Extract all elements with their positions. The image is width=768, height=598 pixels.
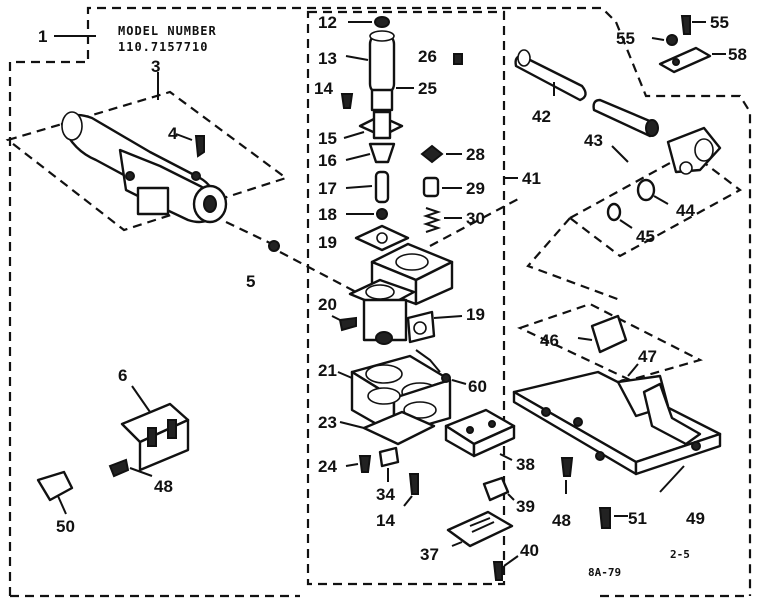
- callout-38: 38: [516, 455, 535, 474]
- model-number: 110.7157710: [118, 40, 208, 54]
- callout-5: 5: [246, 272, 255, 291]
- valve-body: [331, 197, 521, 373]
- callout-26: 26: [418, 47, 437, 66]
- callout-40: 40: [520, 541, 539, 560]
- callout-42: 42: [532, 107, 551, 126]
- callout-19b: 19: [466, 305, 485, 324]
- callout-43: 43: [584, 131, 603, 150]
- model-header: MODEL NUMBER 110.7157710: [54, 24, 217, 54]
- callout-46: 46: [540, 331, 559, 350]
- callout-23: 23: [318, 413, 337, 432]
- callout-49: 49: [686, 509, 705, 528]
- callout-21: 21: [318, 361, 337, 380]
- callout-37: 37: [420, 545, 439, 564]
- callout-24: 24: [318, 457, 337, 476]
- valve-assembly-box: [306, 10, 506, 586]
- callout-19a: 19: [318, 233, 337, 252]
- drawing-code: 8A-79: [588, 566, 621, 579]
- callout-58: 58: [728, 45, 747, 64]
- callout-labels: 1 3 4 5 6 48 50 12 13 14 15 16 17 18 19 …: [38, 13, 747, 564]
- callout-51: 51: [628, 509, 647, 528]
- callout-12: 12: [318, 13, 337, 32]
- callout-30: 30: [466, 209, 485, 228]
- model-heading: MODEL NUMBER: [118, 24, 217, 38]
- top-right-fittings: [651, 15, 726, 74]
- callout-29: 29: [466, 179, 485, 198]
- callout-48a: 48: [154, 477, 173, 496]
- callout-1: 1: [38, 27, 47, 46]
- callout-45: 45: [636, 227, 655, 246]
- callout-3: 3: [151, 57, 160, 76]
- callout-50: 50: [56, 517, 75, 536]
- callout-39: 39: [516, 497, 535, 516]
- callout-55a: 55: [616, 29, 635, 48]
- orifice-assembly: [526, 126, 743, 302]
- callout-20: 20: [318, 295, 337, 314]
- callout-14b: 14: [376, 511, 395, 530]
- callout-48b: 48: [552, 511, 571, 530]
- base-bracket: [512, 302, 722, 529]
- callout-44: 44: [676, 201, 695, 220]
- gas-tubes: [514, 49, 659, 138]
- bottom-screws: [345, 446, 419, 507]
- callout-34: 34: [376, 485, 395, 504]
- callout-13: 13: [318, 49, 337, 68]
- callout-55b: 55: [710, 13, 729, 32]
- callout-47: 47: [638, 347, 657, 366]
- callout-6: 6: [118, 366, 127, 385]
- callout-41: 41: [522, 169, 541, 188]
- page-code: 2-5: [670, 548, 690, 561]
- callout-28: 28: [466, 145, 485, 164]
- valve-stack: [340, 16, 414, 252]
- callout-15: 15: [318, 129, 337, 148]
- callout-16: 16: [318, 151, 337, 170]
- callout-25: 25: [418, 79, 437, 98]
- callout-60: 60: [468, 377, 487, 396]
- lower-block: [337, 354, 467, 446]
- callout-4: 4: [168, 124, 178, 143]
- spring-parts: [420, 53, 463, 233]
- callout-17: 17: [318, 179, 337, 198]
- callout-18: 18: [318, 205, 337, 224]
- callout-14a: 14: [314, 79, 333, 98]
- burner-assembly: [5, 72, 357, 293]
- thermostat-parts: [444, 177, 519, 581]
- mounting-bracket: [36, 385, 190, 515]
